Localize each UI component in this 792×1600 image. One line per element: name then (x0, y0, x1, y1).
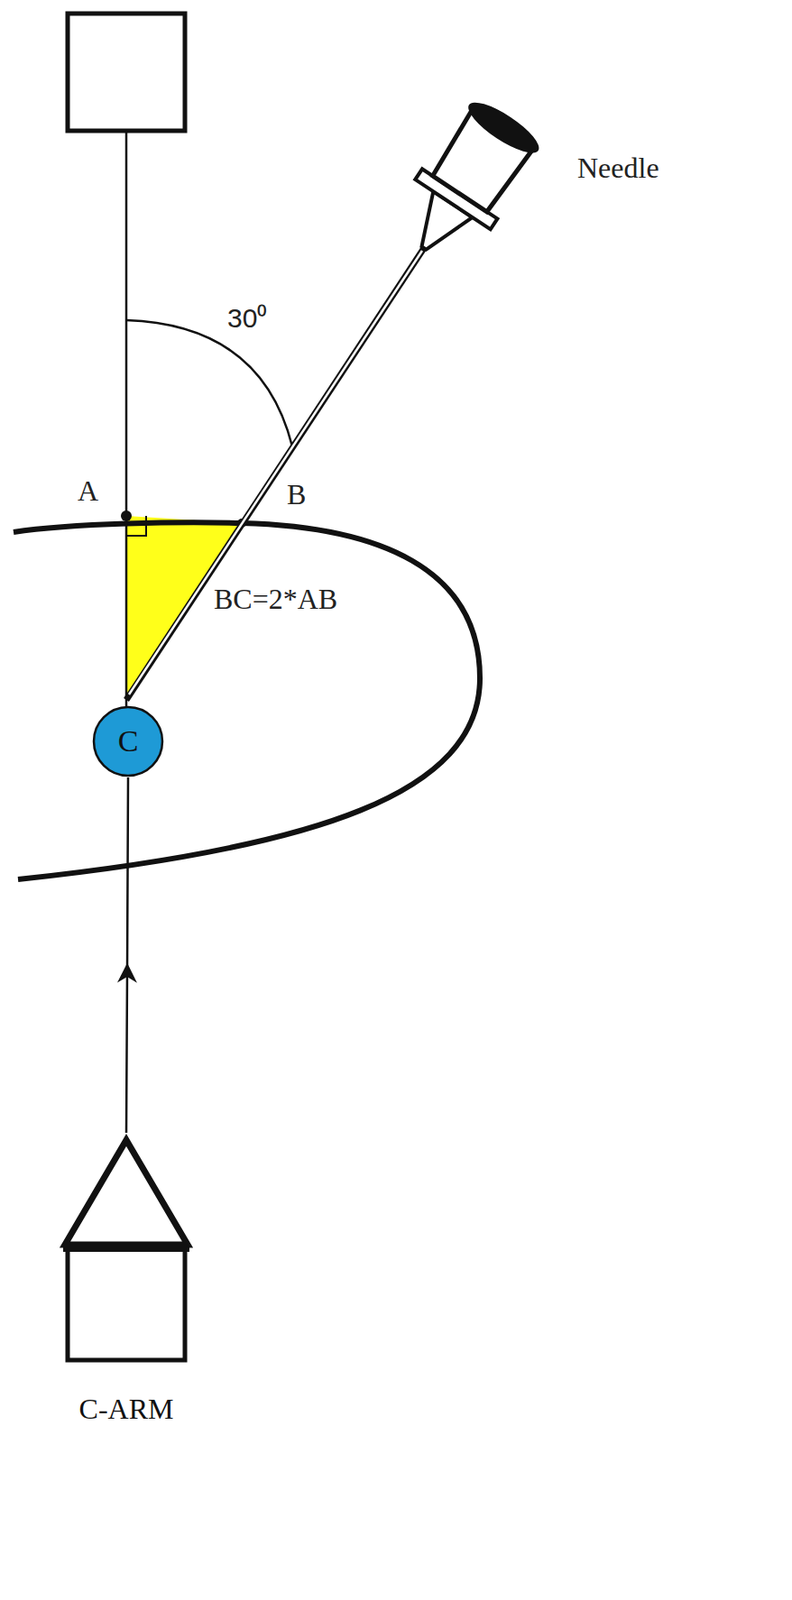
point-a (120, 510, 132, 522)
body-outline (13, 522, 480, 880)
node-label: C-ARM (54, 1394, 199, 1424)
beam-line (125, 130, 129, 708)
needle-hub (386, 92, 548, 273)
beam-arrow (126, 777, 129, 1133)
angle-arc (126, 320, 293, 447)
needle-label: Needle (577, 153, 660, 183)
c-arm-symbol (54, 1129, 199, 1437)
needle-lumen (128, 250, 423, 695)
length-relation: BC=2*AB (211, 582, 341, 616)
angle-label: 30⁰ (227, 304, 268, 332)
node-label: C (92, 726, 165, 757)
c-arm-source: C-ARM (54, 1129, 199, 1437)
point-label: A (77, 476, 99, 506)
point-label: B (286, 479, 306, 509)
needle-shaft (126, 248, 424, 700)
target-circle: C (92, 705, 165, 778)
detector-box (67, 13, 185, 131)
